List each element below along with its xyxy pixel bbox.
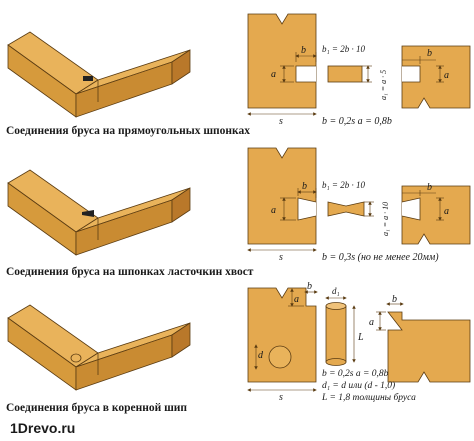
row2-section-diagram: b a b₁ = 2b · 10 a₁ = a · 10 b a s b = 0…	[247, 147, 471, 263]
row2-label-a-right: a	[444, 206, 449, 217]
row1-caption: Соединения бруса на прямоугольных шпонка…	[6, 125, 250, 137]
row2-label-a: a	[271, 205, 276, 216]
row1-params: b = 0,2s a = 0,8b	[322, 116, 392, 127]
row1-section-diagram: b a b₁ = 2b · 10 a₁ = a · 5 b a s b = 0,…	[247, 13, 471, 127]
row3-label-d: d	[258, 350, 264, 361]
row2-label-b1: b₁ = 2b · 10	[322, 180, 365, 190]
row1-label-s: s	[279, 116, 283, 127]
row2-label-b-right: b	[427, 182, 432, 193]
row1-label-a1: a₁ = a · 5	[379, 70, 388, 100]
row3-param-2: d₁ = d или (d - 1,0)	[322, 380, 395, 391]
row3-label-L: L	[357, 332, 364, 343]
row1-label-b-right: b	[427, 48, 432, 59]
watermark-logo: 1Drevo.ru	[10, 420, 76, 436]
row3-section-diagram: b a d d₁ L b a s b = 0,2s a = 0,8b d₁ = …	[247, 281, 471, 403]
row3-label-b: b	[307, 281, 312, 292]
row3-label-a: a	[294, 294, 299, 305]
row2-label-s: s	[279, 252, 283, 263]
row2-params: b = 0,3s (но не менее 20мм)	[322, 252, 439, 263]
row3-label-d1: d₁	[332, 286, 340, 296]
row3-caption: Соединения бруса в коренной шип	[6, 402, 188, 414]
row1-label-a-right: a	[444, 70, 449, 81]
row1-label-b1: b₁ = 2b · 10	[322, 44, 365, 54]
row3-label-a-right: a	[369, 317, 374, 328]
row3-label-b-right: b	[392, 294, 397, 305]
row3-param-1: b = 0,2s a = 0,8b	[322, 369, 389, 379]
row1-label-b: b	[301, 45, 306, 56]
row2-label-b: b	[302, 181, 307, 192]
row3-param-3: L = 1,8 толщины бруса	[321, 392, 416, 403]
row2-caption: Соединения бруса на шпонках ласточкин хв…	[6, 266, 254, 278]
row1-label-a: a	[271, 69, 276, 80]
row2-label-a1: a₁ = a · 10	[381, 202, 390, 236]
row2-3d-joint	[7, 169, 191, 256]
row3-3d-joint	[7, 304, 191, 391]
row3-label-s: s	[279, 392, 283, 403]
row1-3d-joint	[7, 31, 191, 118]
